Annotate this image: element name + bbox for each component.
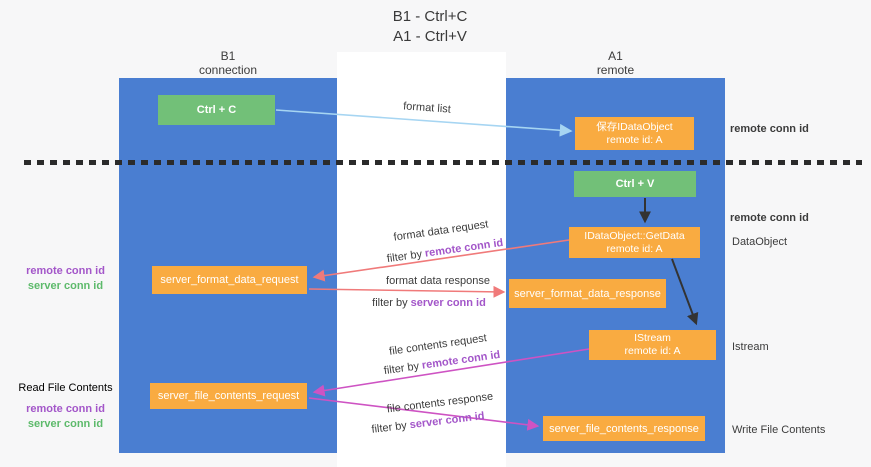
- right-remote-conn-id-top: remote conn id: [730, 123, 809, 135]
- left-column-subtitle: connection: [198, 63, 258, 77]
- left-format-conn-ids: remote conn id server conn id: [13, 264, 118, 294]
- server-format-data-response-label: server_format_data_response: [514, 287, 661, 300]
- save-idataobject-line1: 保存IDataObject: [596, 120, 673, 133]
- ctrl-v-box: Ctrl + V: [574, 171, 696, 197]
- dashed-separator: [24, 160, 862, 165]
- getdata-box: IDataObject::GetData remote id: A: [569, 227, 700, 258]
- ctrl-c-label: Ctrl + C: [196, 104, 237, 116]
- diagram-title-line1: B1 - Ctrl+C: [392, 8, 468, 25]
- left-remote-conn-id-file: remote conn id: [26, 403, 105, 415]
- server-format-data-request-label: server_format_data_request: [160, 274, 299, 286]
- format-data-response-label: format data response: [386, 275, 490, 287]
- server-file-contents-request-label: server_file_contents_request: [157, 390, 300, 402]
- getdata-line1: IDataObject::GetData: [584, 229, 685, 242]
- server-file-contents-response-label: server_file_contents_response: [549, 422, 699, 435]
- left-server-conn-id-format: server conn id: [27, 280, 104, 292]
- write-file-contents-label: Write File Contents: [732, 424, 826, 436]
- filter-by-text: filter by: [372, 297, 408, 309]
- server-file-contents-request-box: server_file_contents_request: [150, 383, 307, 409]
- server-conn-id-text: server conn id: [410, 297, 486, 309]
- istream-side-label: Istream: [732, 341, 769, 353]
- right-column-header: A1 remote: [506, 49, 725, 77]
- save-idataobject-box: 保存IDataObject remote id: A: [575, 117, 694, 150]
- istream-box: IStream remote id: A: [589, 330, 716, 360]
- left-remote-conn-id-format: remote conn id: [26, 265, 105, 277]
- read-file-contents-label: Read File Contents: [18, 382, 113, 394]
- right-column-subtitle: remote: [596, 63, 635, 77]
- right-remote-conn-id-mid: remote conn id: [730, 212, 809, 224]
- save-idataobject-line2: remote id: A: [606, 133, 663, 146]
- getdata-line2: remote id: A: [606, 242, 663, 255]
- ctrl-c-box: Ctrl + C: [158, 95, 275, 125]
- left-column-name: B1: [220, 49, 236, 63]
- server-file-contents-response-box: server_file_contents_response: [543, 416, 705, 441]
- server-format-data-request-box: server_format_data_request: [152, 266, 307, 294]
- diagram-title-line2: A1 - Ctrl+V: [393, 28, 467, 45]
- left-server-conn-id-file: server conn id: [27, 418, 104, 430]
- right-column-name: A1: [608, 49, 623, 63]
- istream-line1: IStream: [634, 332, 671, 344]
- istream-line2: remote id: A: [624, 345, 681, 357]
- dataobject-label: DataObject: [732, 236, 788, 248]
- ctrl-v-label: Ctrl + V: [615, 178, 655, 190]
- left-file-conn-ids: Read File Contents remote conn id server…: [13, 381, 118, 432]
- server-format-data-response-box: server_format_data_response: [509, 279, 666, 308]
- left-column-header: B1 connection: [119, 49, 337, 77]
